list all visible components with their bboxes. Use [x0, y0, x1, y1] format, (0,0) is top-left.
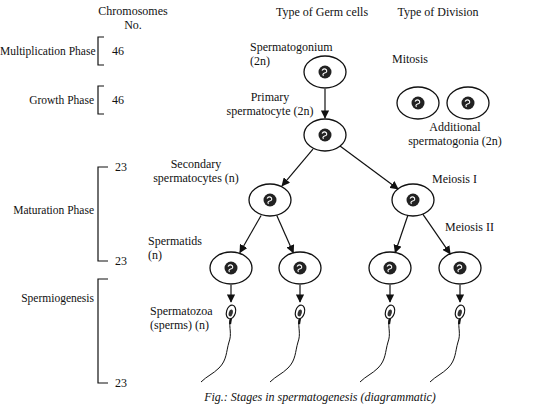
phase-bracket [98, 86, 104, 114]
arrow-connector [240, 216, 261, 253]
arrow-connector [324, 89, 325, 118]
germ-cell [369, 252, 411, 284]
division-type: Mitosis [392, 52, 452, 66]
germ-cell-outline [304, 119, 346, 151]
sperm-cell: Spermatozoa (sperms) (n) [225, 303, 237, 321]
germ-cell-outline [249, 184, 291, 216]
figure-caption: Fig.: Stages in spermatogenesis (diagram… [150, 390, 490, 404]
division-type: Meiosis I [432, 172, 502, 186]
germ-cell-drawing [210, 252, 252, 284]
germ-cell [397, 87, 439, 119]
division-arrow [389, 285, 390, 302]
germ-cell-drawing [304, 119, 346, 151]
column-header: Type of Division [383, 5, 493, 19]
division-arrow [277, 215, 294, 253]
column-header: Type of Germ cells [262, 5, 382, 19]
germ-cell: Spermatogonium (2n) [304, 56, 346, 88]
chromosome-number: 23 [115, 160, 139, 174]
cell-label: Additional spermatogonia (2n) [405, 120, 505, 148]
division-arrow [459, 285, 460, 302]
arrow-connector [282, 149, 313, 186]
cell-label: Spermatozoa (sperms) (n) [150, 304, 222, 332]
division-arrow [299, 285, 300, 302]
chromosome-number: 23 [115, 376, 139, 390]
sperm-cell [430, 304, 466, 382]
phase-name: Multiplication Phase [0, 44, 94, 58]
chromosome-number: 46 [112, 93, 136, 107]
phase-name: Growth Phase [0, 93, 94, 107]
division-arrow [340, 146, 398, 189]
germ-cell-outline [304, 56, 346, 88]
germ-cell-drawing [304, 56, 346, 88]
column-header: Chromosomes No. [96, 4, 170, 32]
germ-cell: Spermatids (n) [210, 252, 252, 284]
germ-cell [279, 252, 321, 284]
phase-bracket [98, 167, 108, 261]
germ-cell-outline [447, 87, 489, 119]
germ-cell: Additional spermatogonia (2n) [447, 87, 489, 119]
division-type: Meiosis II [445, 220, 525, 234]
cell-label: Primary spermatocyte (2n) [224, 90, 316, 118]
sperm-cell-outline [225, 303, 237, 321]
phase-bracket [98, 279, 108, 383]
germ-cell-drawing [447, 87, 489, 119]
germ-cell [439, 252, 481, 284]
germ-cell [392, 184, 434, 216]
cell-label: Spermatids (n) [148, 234, 210, 262]
germ-cell-drawing [249, 184, 291, 216]
arrow-connector [230, 285, 231, 302]
chromosome-number: 46 [112, 44, 136, 58]
cell-label: Spermatogonium (2n) [250, 40, 338, 68]
germ-cell-outline [210, 252, 252, 284]
sperm-cell [270, 304, 306, 382]
phase-name: Maturation Phase [0, 203, 94, 217]
sperm-cell [360, 304, 396, 382]
germ-cell: Secondary spermatocytes (n) [249, 184, 291, 216]
phase-name: Spermiogenesis [0, 291, 94, 305]
division-arrow [395, 216, 408, 253]
chromosome-number: 23 [115, 254, 139, 268]
germ-cell: Primary spermatocyte (2n) [304, 119, 346, 151]
cell-label: Secondary spermatocytes (n) [150, 157, 242, 185]
phase-bracket [98, 37, 104, 65]
